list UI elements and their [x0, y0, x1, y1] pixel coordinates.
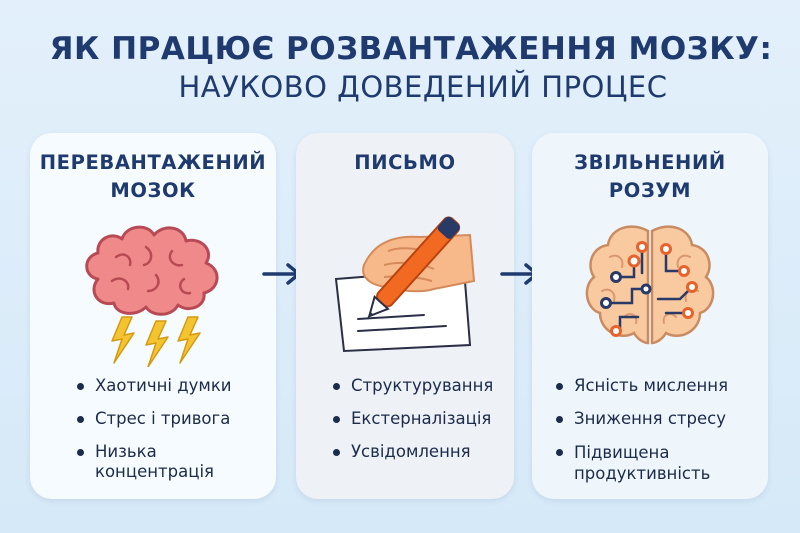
step-card-overloaded: ПЕРЕВАНТАЖЕНИЙ МОЗОК Хаотичні думки Стре…: [30, 133, 276, 499]
list-item: Екстерналізація: [331, 409, 493, 429]
page-title: ЯК ПРАЦЮЄ РОЗВАНТАЖЕННЯ МОЗКУ: НАУКОВО Д…: [0, 30, 800, 106]
step-items: Структурування Екстерналізація Усвідомле…: [331, 376, 493, 475]
step-title: ПЕРЕВАНТАЖЕНИЙ МОЗОК: [39, 151, 267, 202]
hand-writing-icon: [334, 216, 476, 353]
step-items: Ясність мислення Зниження стресу Підвище…: [554, 376, 744, 497]
list-item: Хаотичні думки: [75, 376, 276, 396]
step-title: ЗВІЛЬНЕНИЙ РОЗУМ: [574, 151, 726, 202]
list-item: Усвідомлення: [331, 442, 493, 462]
list-item: Низька концентрація: [75, 442, 276, 482]
list-item: Підвищена продуктивність: [554, 442, 744, 484]
list-item: Зниження стресу: [554, 409, 744, 429]
storm-brain-icon: [85, 225, 219, 367]
list-item: Стрес і тривога: [75, 409, 276, 429]
list-item: Структурування: [331, 376, 493, 396]
step-card-writing: ПИСЬМО Структурування Екстерналізація Ус…: [296, 133, 514, 499]
step-card-free-mind: ЗВІЛЬНЕНИЙ РОЗУМ: [532, 133, 768, 499]
title-line-2: НАУКОВО ДОВЕДЕНИЙ ПРОЦЕС: [178, 70, 668, 104]
step-items: Хаотичні думки Стрес і тривога Низька ко…: [75, 376, 276, 495]
title-line-1: ЯК ПРАЦЮЄ РОЗВАНТАЖЕННЯ МОЗКУ:: [49, 31, 773, 67]
step-title: ПИСЬМО: [354, 151, 456, 174]
list-item: Ясність мислення: [554, 376, 744, 396]
circuit-brain-icon: [585, 225, 715, 345]
